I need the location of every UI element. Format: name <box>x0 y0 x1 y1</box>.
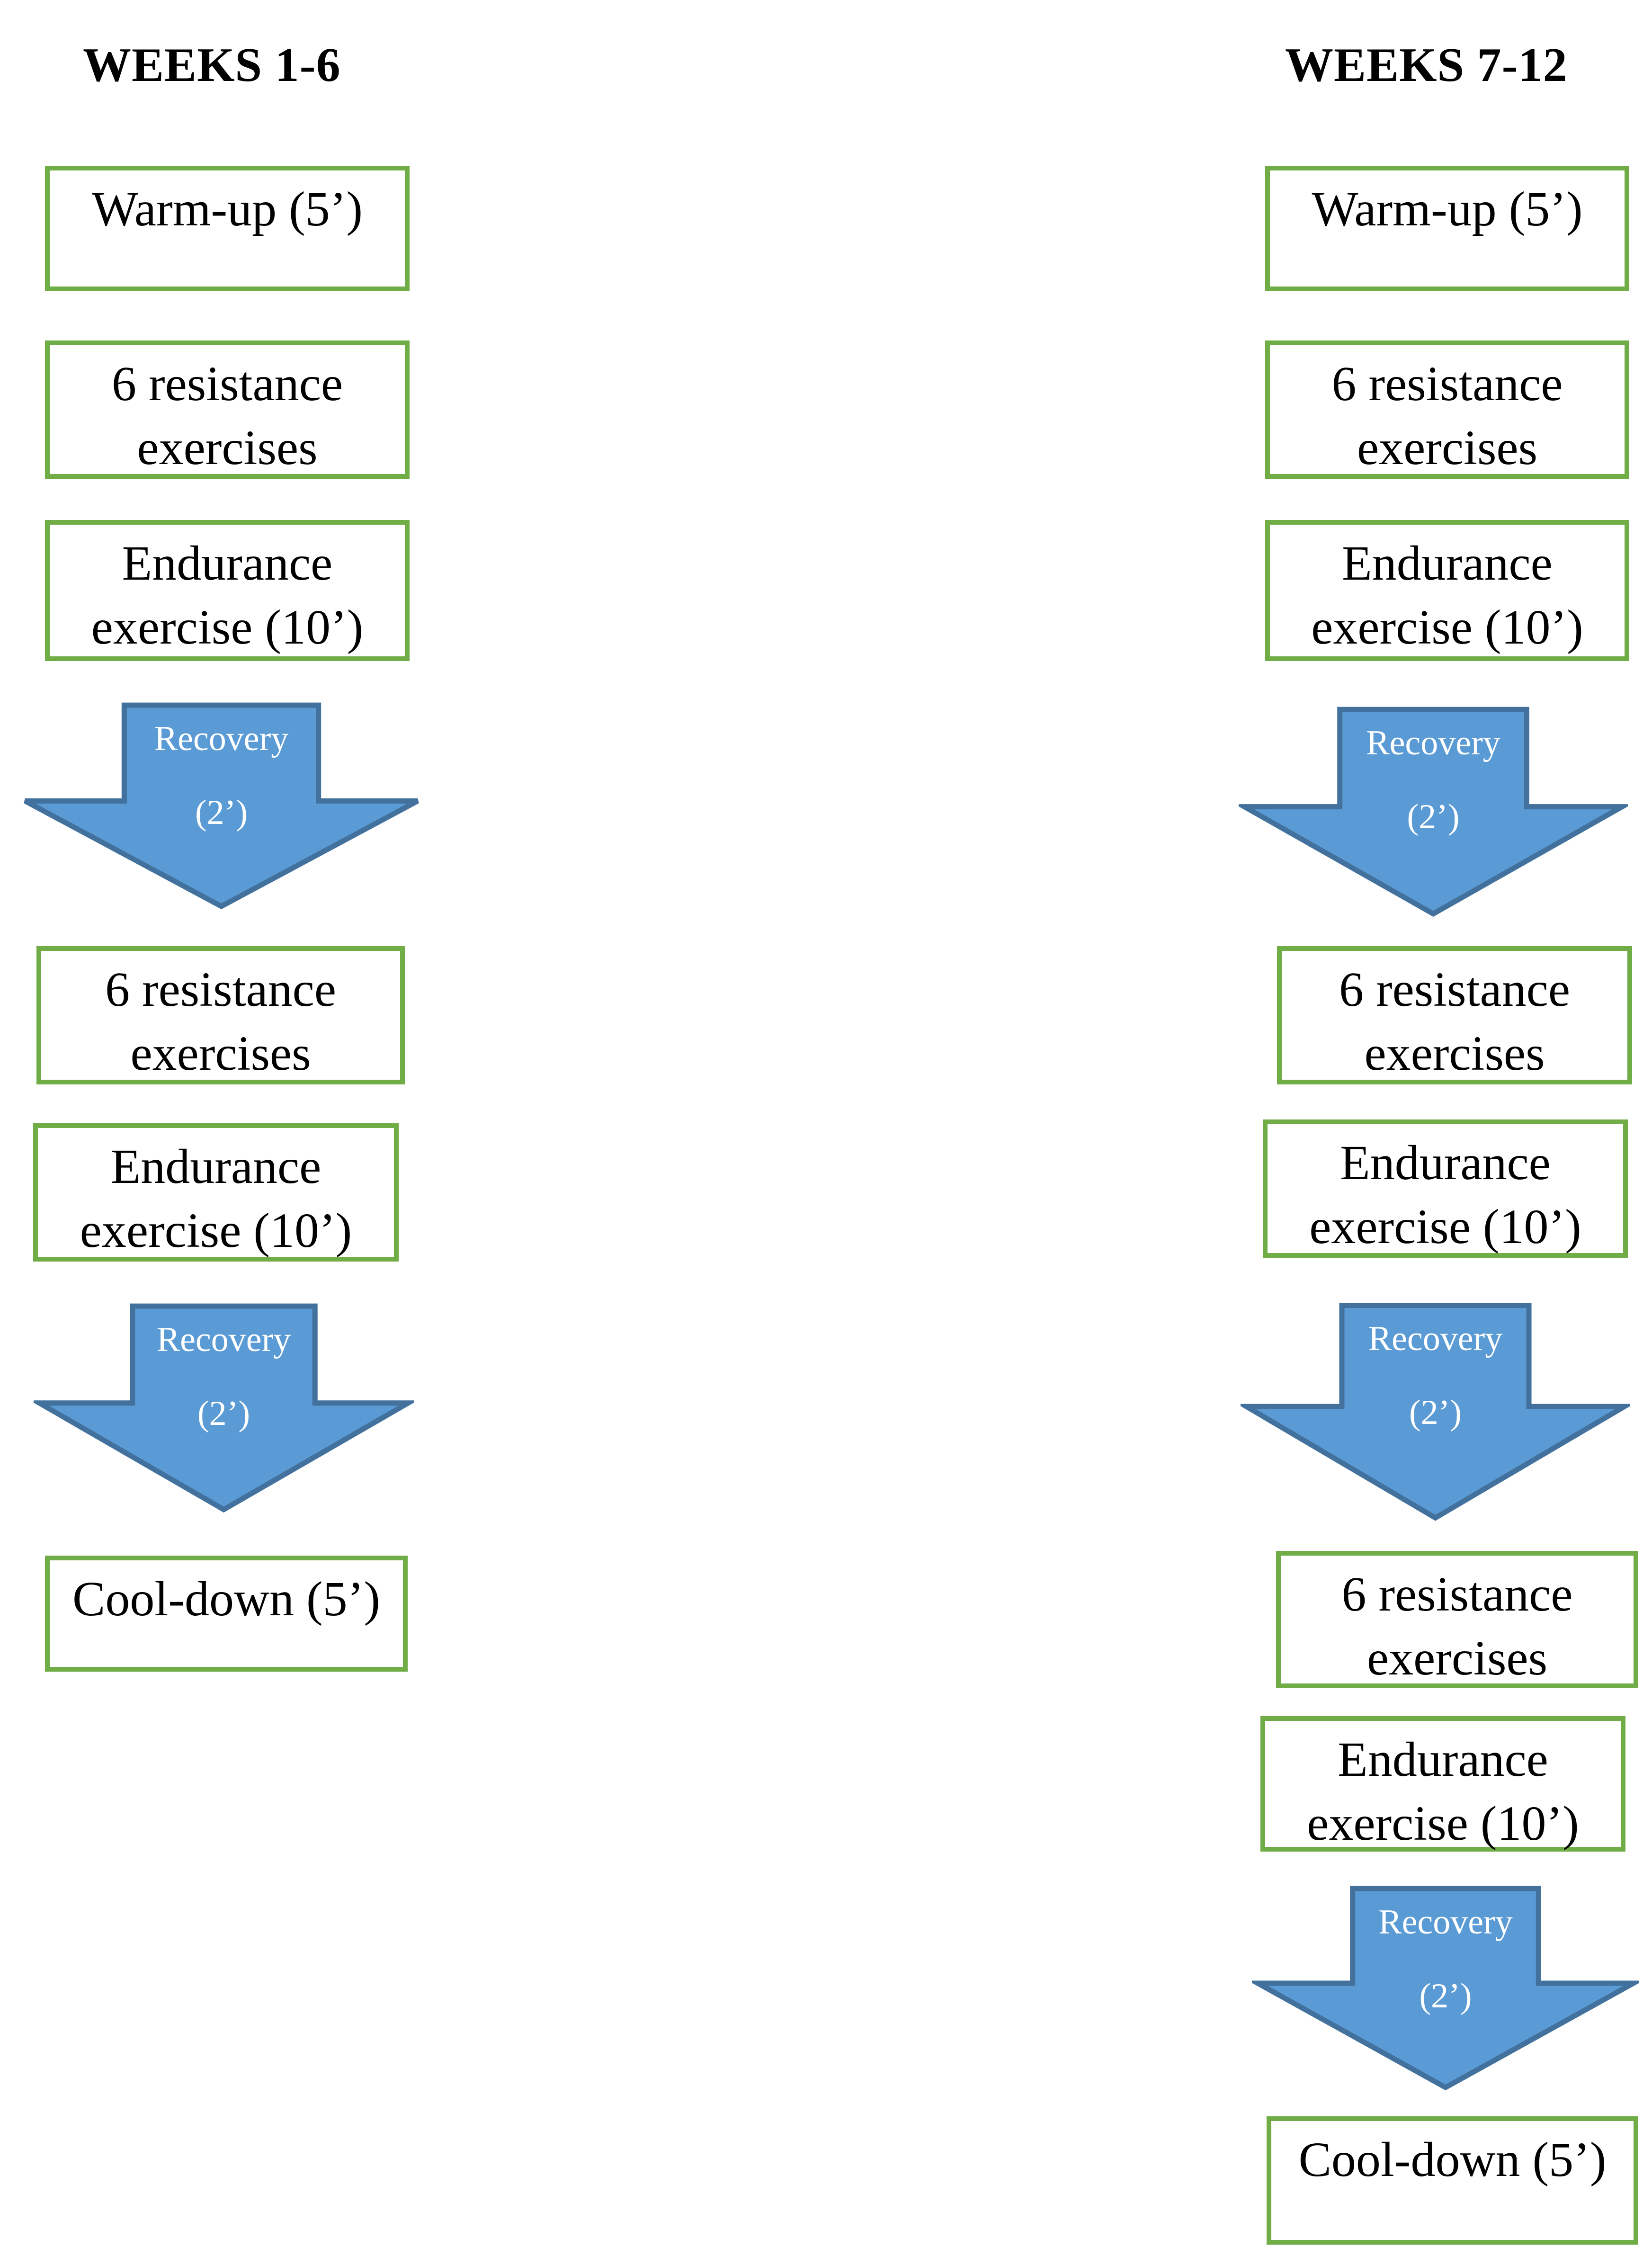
recovery-arrow: Recovery (2’) <box>34 1302 414 1515</box>
step-box-endurance: Endurance exercise (10’) <box>33 1123 399 1262</box>
step-box-endurance: Endurance exercise (10’) <box>45 520 410 661</box>
down-arrow-icon <box>34 1302 414 1515</box>
arrow-label-recovery: Recovery <box>156 1320 291 1359</box>
step-box-endurance: Endurance exercise (10’) <box>1263 1119 1628 1258</box>
recovery-arrow: Recovery (2’) <box>1241 1301 1630 1524</box>
down-arrow-icon <box>1239 706 1628 920</box>
column-title-weeks-1-6: WEEKS 1-6 <box>83 38 341 92</box>
down-arrow-icon <box>19 701 424 912</box>
step-box-cooldown: Cool-down (5’) <box>1267 2116 1638 2245</box>
arrow-label-recovery: Recovery <box>154 719 289 758</box>
recovery-arrow: Recovery (2’) <box>1239 706 1628 920</box>
step-box-resistance: 6 resistance exercises <box>1265 340 1629 479</box>
step-box-endurance: Endurance exercise (10’) <box>1260 1716 1625 1852</box>
step-box-resistance: 6 resistance exercises <box>1277 946 1632 1084</box>
step-box-resistance: 6 resistance exercises <box>45 340 410 479</box>
arrow-label-recovery: Recovery <box>1366 724 1500 762</box>
column-title-weeks-7-12: WEEKS 7-12 <box>1285 38 1568 92</box>
down-arrow-icon <box>1252 1885 1639 2093</box>
recovery-arrow: Recovery (2’) <box>1252 1885 1639 2093</box>
recovery-arrow: Recovery (2’) <box>19 701 424 912</box>
down-arrow-icon <box>1241 1301 1630 1524</box>
step-box-warmup: Warm-up (5’) <box>45 166 410 291</box>
arrow-label-duration: (2’) <box>1407 797 1460 836</box>
arrow-label-duration: (2’) <box>197 1394 250 1433</box>
step-box-resistance: 6 resistance exercises <box>36 946 405 1084</box>
step-box-cooldown: Cool-down (5’) <box>45 1556 408 1672</box>
arrow-label-recovery: Recovery <box>1378 1903 1513 1942</box>
arrow-label-recovery: Recovery <box>1368 1319 1503 1358</box>
arrow-label-duration: (2’) <box>1419 1977 1472 2015</box>
step-box-warmup: Warm-up (5’) <box>1265 166 1629 291</box>
step-box-endurance: Endurance exercise (10’) <box>1265 520 1629 661</box>
arrow-label-duration: (2’) <box>195 793 248 832</box>
step-box-resistance: 6 resistance exercises <box>1276 1551 1638 1688</box>
arrow-label-duration: (2’) <box>1409 1393 1462 1432</box>
